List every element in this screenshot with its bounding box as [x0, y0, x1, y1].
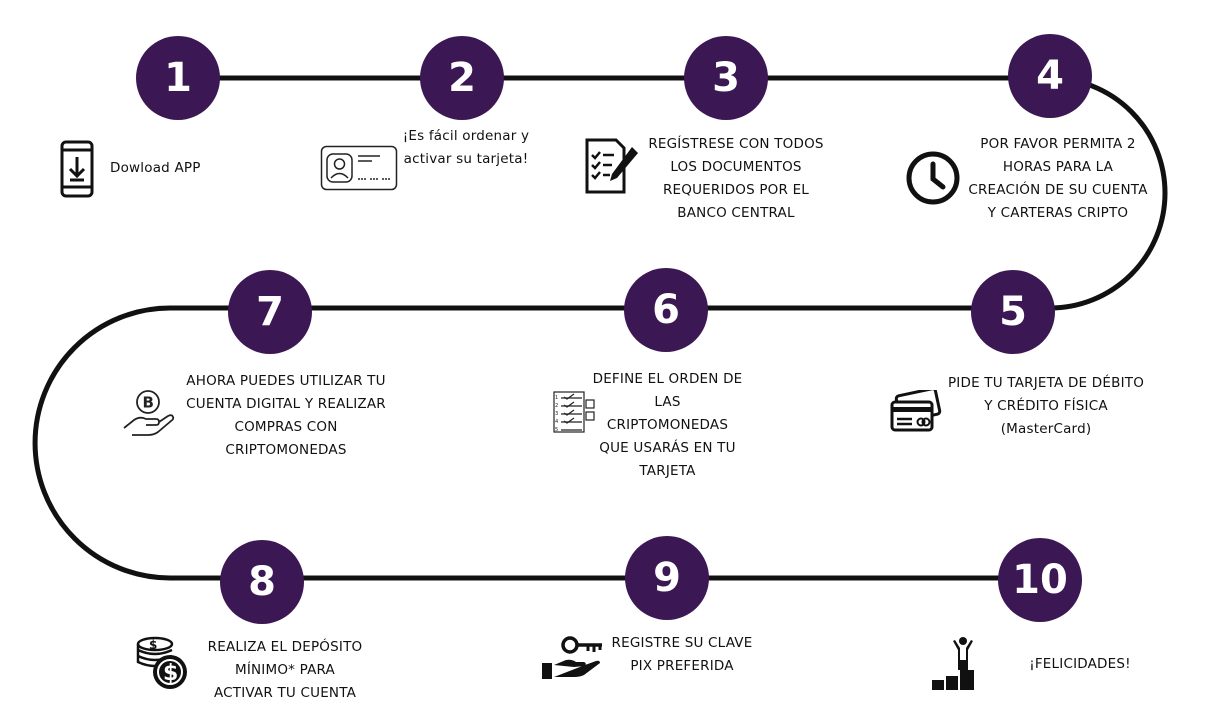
text-line: PIX PREFERIDA: [630, 658, 734, 674]
text-line: LAS: [654, 394, 681, 410]
numbered-list-icon: 1 2 3 4 5: [553, 391, 595, 433]
step-number: 5: [999, 289, 1027, 335]
text-line: AHORA PUEDES UTILIZAR TU: [186, 373, 386, 389]
step-6-circle: 6: [624, 268, 708, 352]
hand-key-icon: [542, 636, 602, 679]
step-2-circle: 2: [420, 36, 504, 120]
text-line: CRIPTOMONEDAS: [225, 442, 347, 458]
text-line: Y CRÉDITO FÍSICA: [984, 398, 1108, 414]
svg-text:3: 3: [555, 411, 558, 417]
step-2-text: ¡Es fácil ordenar y activar su tarjeta!: [396, 125, 536, 171]
step-8-circle: 8: [220, 540, 304, 624]
step-10-text: ¡FELICIDADES!: [1010, 653, 1150, 676]
text-line: REQUERIDOS POR EL: [662, 182, 810, 198]
text-line: CRIPTOMONEDAS: [606, 417, 729, 433]
step-9-text: REGISTRE SU CLAVE PIX PREFERIDA: [594, 632, 770, 678]
text-line: COMPRAS CON: [234, 419, 338, 435]
step-number: 9: [653, 555, 681, 601]
step-4-text: POR FAVOR PERMITA 2 HORAS PARA LA CREACI…: [953, 133, 1163, 225]
step-6-text: DEFINE EL ORDEN DE LAS CRIPTOMONEDAS QUE…: [580, 368, 755, 483]
step-10-circle: 10: [998, 538, 1082, 622]
text-line: TARJETA: [639, 463, 696, 479]
phone-download-icon: [60, 140, 94, 198]
svg-text:$: $: [149, 638, 157, 652]
podium-winner-icon: [932, 637, 974, 690]
hand-bitcoin-icon: B: [123, 390, 175, 436]
step-number: 2: [448, 55, 476, 101]
coins-dollar-icon: $ $: [136, 636, 187, 689]
svg-text:1: 1: [555, 395, 558, 401]
text-line: REGISTRE SU CLAVE: [611, 635, 753, 651]
step-number: 6: [652, 287, 680, 333]
text-line: Y CARTERAS CRIPTO: [987, 205, 1129, 221]
step-number: 4: [1036, 53, 1064, 99]
svg-text:5: 5: [555, 427, 558, 433]
step-5-circle: 5: [971, 270, 1055, 354]
svg-text:B: B: [143, 394, 154, 412]
text-line: REGÍSTRESE CON TODOS: [648, 136, 824, 152]
step-number: 7: [256, 289, 284, 335]
text-line: QUE USARÁS EN TU: [599, 440, 736, 456]
text-line: PIDE TU TARJETA DE DÉBITO: [947, 375, 1145, 391]
text-line: HORAS PARA LA: [1002, 159, 1114, 175]
clock-icon: [906, 151, 960, 205]
step-9-circle: 9: [625, 536, 709, 620]
step-3-text: REGÍSTRESE CON TODOS LOS DOCUMENTOS REQU…: [634, 133, 838, 225]
svg-text:2: 2: [555, 403, 558, 409]
text-line: CREACIÓN DE SU CUENTA: [968, 182, 1148, 198]
step-number: 3: [712, 55, 740, 101]
checklist-pen-icon: [585, 138, 638, 194]
step-number: 1: [164, 55, 192, 101]
text-line: CUENTA DIGITAL Y REALIZAR: [186, 396, 386, 412]
step-3-circle: 3: [684, 36, 768, 120]
text-line: (MasterCard): [1000, 421, 1092, 437]
step-4-circle: 4: [1008, 34, 1092, 118]
text-line: DEFINE EL ORDEN DE: [592, 371, 743, 387]
id-card-icon: [320, 145, 398, 191]
text-line: ¡Es fácil ordenar y: [402, 128, 530, 144]
text-line: MÍNIMO* PARA: [234, 662, 335, 678]
step-number: 8: [248, 559, 276, 605]
text-line: Dowload APP: [110, 160, 201, 176]
text-line: ACTIVAR TU CUENTA: [213, 685, 357, 701]
text-line: activar su tarjeta!: [403, 151, 529, 167]
step-8-text: REALIZA EL DEPÓSITO MÍNIMO* PARA ACTIVAR…: [190, 636, 380, 705]
svg-text:$: $: [163, 661, 178, 686]
text-line: LOS DOCUMENTOS: [670, 159, 802, 175]
step-1-circle: 1: [136, 36, 220, 120]
text-line: POR FAVOR PERMITA 2: [980, 136, 1136, 152]
text-line: REALIZA EL DEPÓSITO: [207, 639, 363, 655]
step-7-circle: 7: [228, 270, 312, 354]
credit-card-icon: [890, 390, 942, 432]
text-line: BANCO CENTRAL: [677, 205, 795, 221]
svg-text:4: 4: [555, 419, 558, 425]
step-7-text: AHORA PUEDES UTILIZAR TU CUENTA DIGITAL …: [166, 370, 406, 462]
text-line: ¡FELICIDADES!: [1029, 656, 1131, 672]
step-number: 10: [1012, 557, 1068, 603]
step-5-text: PIDE TU TARJETA DE DÉBITO Y CRÉDITO FÍSI…: [930, 372, 1162, 441]
step-1-text: Dowload APP: [110, 157, 230, 180]
